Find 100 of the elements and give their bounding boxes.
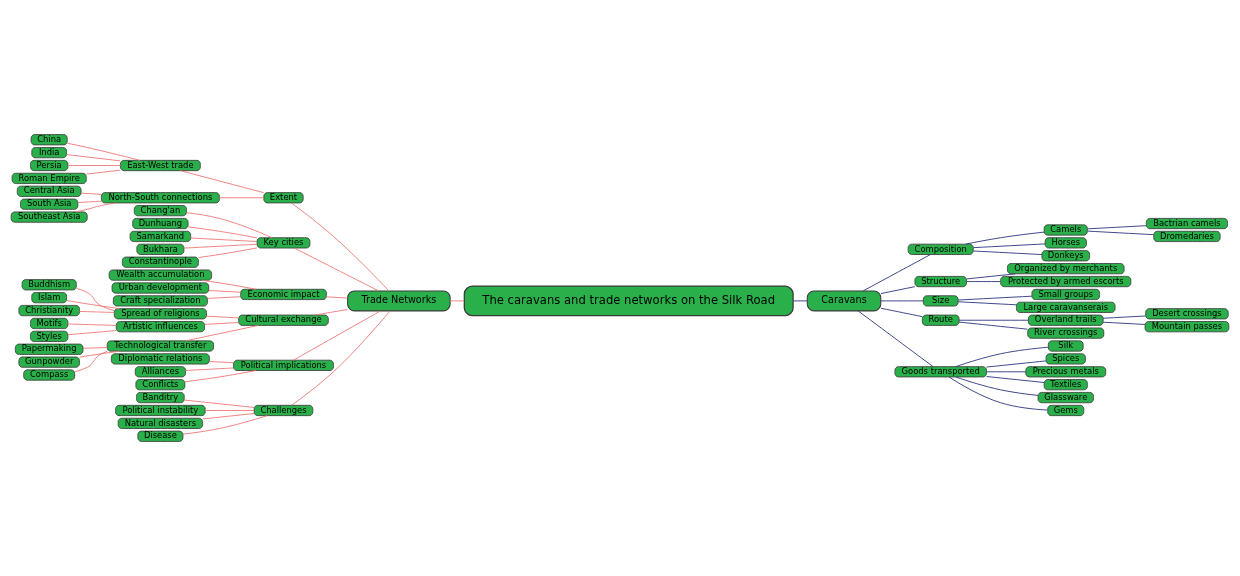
connector	[185, 324, 259, 342]
node-box: Political implications	[233, 359, 334, 371]
node-box: River crossings	[1027, 327, 1105, 339]
node-box: Political instability	[115, 404, 206, 417]
connector	[1102, 321, 1146, 325]
connector	[67, 323, 117, 326]
connector	[957, 295, 1033, 301]
connector	[185, 367, 234, 371]
connector	[948, 376, 1048, 411]
node-box: Styles	[30, 330, 69, 342]
connector	[857, 310, 934, 367]
node-box: Bactrian camels	[1145, 217, 1228, 230]
connector	[986, 376, 1045, 383]
connector	[80, 192, 102, 195]
connector	[183, 243, 258, 249]
node-box: Craft specialization	[112, 295, 208, 307]
connector	[294, 247, 380, 292]
connector	[82, 347, 108, 349]
node-box: Donkeys	[1041, 250, 1091, 262]
node-box: Technological transfer	[106, 340, 214, 352]
node-box: Persia	[30, 159, 69, 172]
node-box: Precious metals	[1025, 366, 1107, 378]
node-box: Spices	[1045, 353, 1086, 365]
node-box: Key cities	[256, 237, 311, 249]
connector	[880, 300, 924, 302]
node-box: Constantinople	[121, 256, 199, 268]
node-box: Banditry	[136, 392, 185, 404]
node-box: Horses	[1044, 237, 1087, 249]
connector	[862, 254, 931, 292]
node-box: Artistic influences	[115, 321, 205, 333]
node-box: Alliances	[134, 366, 186, 378]
connector	[986, 360, 1047, 368]
node-box: Christianity	[18, 304, 80, 317]
connector	[291, 310, 391, 406]
connector	[1087, 225, 1147, 230]
node-box: East-West trade	[120, 159, 201, 172]
connector	[187, 226, 258, 239]
node-box: Bukhara	[136, 243, 185, 255]
node-box: Route	[921, 314, 960, 326]
node-box: Disease	[137, 430, 184, 442]
connector	[190, 237, 258, 242]
node-box: Organized by merchants	[1007, 263, 1125, 275]
connector	[792, 300, 808, 302]
connector	[66, 154, 121, 162]
node-box: Composition	[907, 243, 974, 255]
connector	[290, 202, 390, 292]
node-box: Size	[922, 295, 959, 307]
connector	[198, 247, 258, 258]
connector	[180, 170, 265, 194]
node-box: Buddhism	[21, 279, 77, 291]
node-box: China	[30, 134, 68, 146]
node-box: Extent	[263, 192, 304, 204]
connector	[955, 346, 1049, 368]
connector	[973, 243, 1046, 249]
connector	[986, 371, 1027, 373]
node-box: Desert crossings	[1145, 308, 1229, 320]
connector	[77, 200, 102, 203]
node-box: Roman Empire	[11, 172, 87, 184]
connector	[67, 165, 121, 166]
node-box: The caravans and trade networks on the Silk Road	[463, 285, 794, 317]
node-box: Goods transported	[894, 366, 987, 378]
connector	[449, 300, 465, 302]
node-box: Large caravanserais	[1016, 301, 1116, 313]
connector	[209, 361, 234, 364]
node-box: Dunhuang	[132, 217, 189, 230]
connector	[292, 310, 381, 361]
connector	[973, 250, 1043, 255]
connector	[219, 197, 265, 199]
node-box: Southeast Asia	[10, 211, 88, 223]
connector	[201, 279, 257, 290]
connector	[79, 311, 115, 313]
node-box: Small groups	[1031, 288, 1100, 301]
node-box: Mountain passes	[1144, 321, 1230, 333]
node-box: Conflicts	[135, 379, 186, 391]
node-box: Protected by armed escorts	[1000, 275, 1132, 288]
connector	[74, 350, 108, 373]
connector	[957, 301, 1017, 306]
node-box: Compass	[23, 369, 76, 381]
node-box: Papermaking	[14, 343, 84, 355]
connector	[314, 309, 348, 316]
node-box: Islam	[31, 292, 67, 304]
connector	[184, 370, 257, 383]
connector	[208, 290, 241, 293]
connector	[1087, 230, 1155, 236]
node-box: Economic impact	[240, 288, 327, 301]
connector	[955, 376, 1039, 396]
node-box: Chang'an	[133, 205, 187, 217]
node-box: Dromedaries	[1153, 230, 1221, 242]
connector	[326, 296, 348, 299]
node-box: Cultural exchange	[238, 314, 329, 326]
node-box: Spread of religions	[113, 308, 207, 320]
connector	[85, 169, 121, 175]
connector	[207, 296, 241, 299]
connector	[204, 410, 255, 411]
connector	[958, 321, 1028, 330]
node-box: Natural disasters	[117, 417, 203, 429]
node-box: Urban development	[111, 282, 210, 294]
node-box: North-South connections	[101, 192, 220, 204]
connector	[958, 319, 1029, 321]
node-box: Caravans	[806, 290, 882, 312]
